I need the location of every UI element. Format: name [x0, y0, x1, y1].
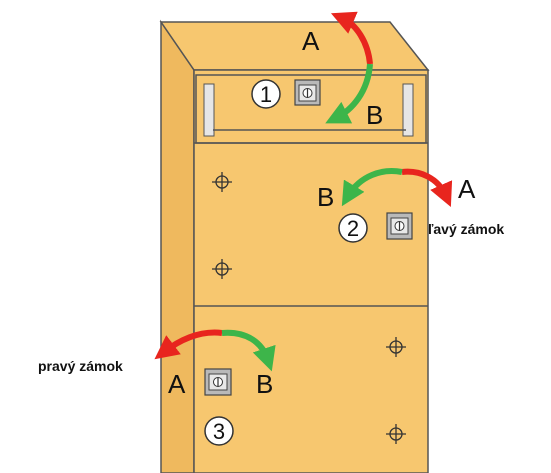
- mounting-hole-icon: [386, 337, 406, 357]
- drawer-rail-left: [203, 83, 215, 137]
- lock-3-label-b: B: [256, 369, 273, 399]
- rotate-arrow-icon: [401, 168, 453, 207]
- cabinet-top: [159, 21, 430, 71]
- lock-number-circle: [204, 416, 234, 446]
- rotate-arrow-icon: [341, 168, 403, 207]
- cabinet-side-panel: [160, 19, 195, 473]
- lock-3-label-a: A: [168, 369, 186, 399]
- drawer-rail-right: [402, 83, 414, 137]
- mounting-hole-icon: [212, 259, 232, 279]
- rotate-arrow-icon: [154, 329, 223, 360]
- lock-cylinder-icon[interactable]: [386, 212, 413, 240]
- lock-2-label-b: B: [317, 182, 334, 212]
- lock-2-number: 2: [347, 216, 359, 241]
- lock-1-label-b: B: [366, 100, 383, 130]
- lock-cylinder-icon[interactable]: [204, 368, 232, 396]
- right-lock-caption: pravý zámok: [38, 358, 123, 374]
- lock-number-circle: [338, 213, 368, 243]
- rotate-arrow-icon: [221, 329, 276, 372]
- mounting-hole-icon: [386, 424, 406, 444]
- lock-1-label-a: A: [302, 26, 320, 56]
- left-lock-caption: ľavý zámok: [428, 221, 504, 237]
- lock-3-number: 3: [213, 419, 225, 444]
- rotate-arrow-icon: [325, 63, 373, 124]
- lock-2-label-a: A: [458, 174, 476, 204]
- lock-number-circle: [251, 79, 281, 109]
- mounting-hole-icon: [212, 172, 232, 192]
- lock-cylinder-icon[interactable]: [294, 79, 321, 106]
- lock-1-number: 1: [260, 82, 272, 107]
- rotate-arrow-icon: [330, 11, 373, 65]
